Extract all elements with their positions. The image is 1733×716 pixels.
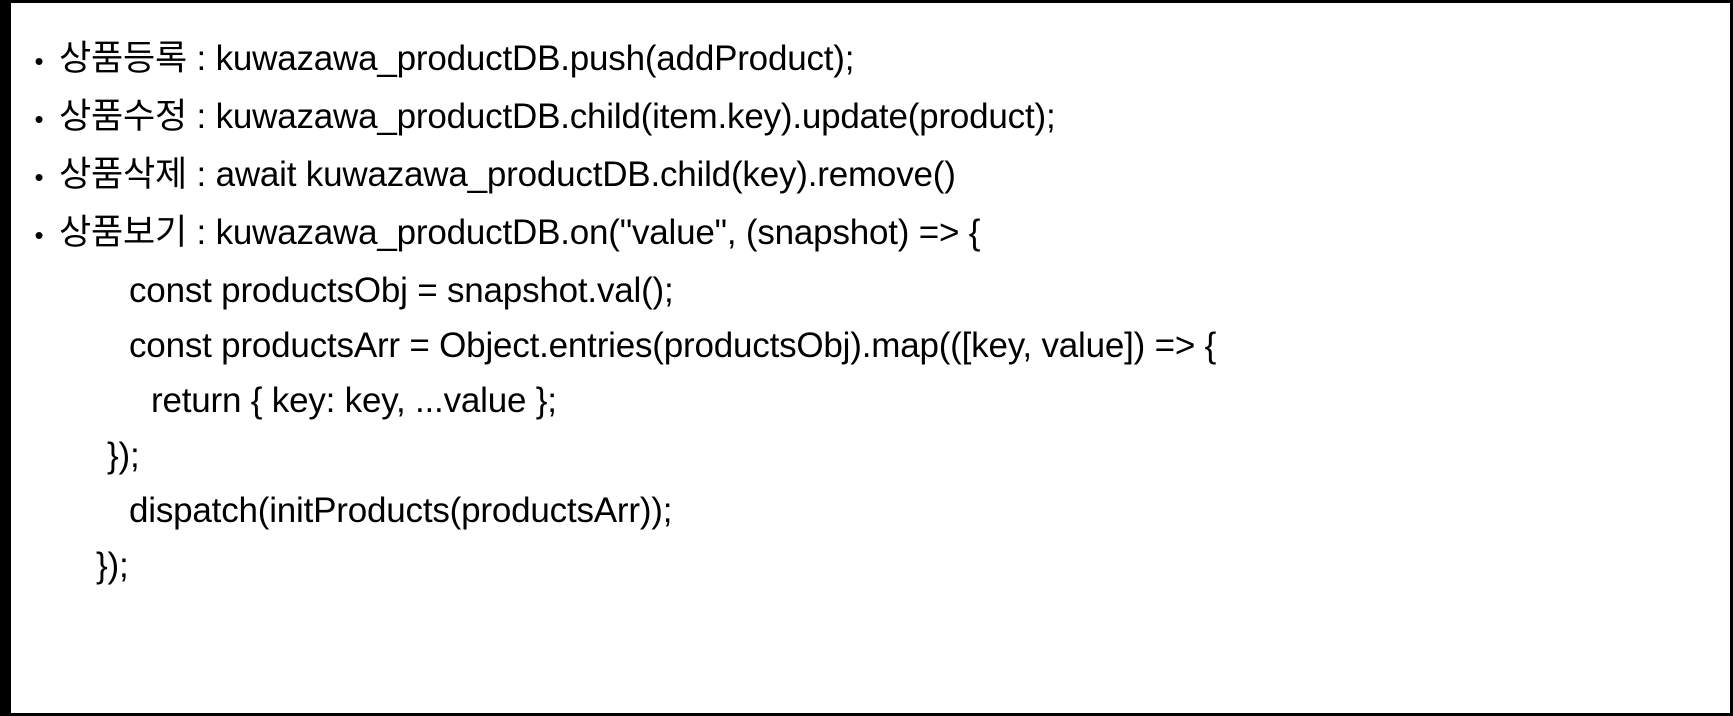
bullet-point-icon: • <box>34 46 44 76</box>
bullet-item-text: 상품수정 : kuwazawa_productDB.child(item.key… <box>59 97 1056 136</box>
list-item: • 상품수정 : kuwazawa_productDB.child(item.k… <box>19 89 1712 147</box>
bullet-item-text: 상품등록 : kuwazawa_productDB.push(addProduc… <box>59 39 855 78</box>
list-item: • 상품보기 : kuwazawa_productDB.on("value", … <box>19 205 1712 263</box>
list-item: • 상품삭제 : await kuwazawa_productDB.child(… <box>19 147 1712 205</box>
code-line: }); <box>107 436 140 475</box>
code-line: dispatch(initProducts(productsArr)); <box>129 491 673 530</box>
bullet-item-text: 상품보기 : kuwazawa_productDB.on("value", (s… <box>59 213 981 252</box>
list-item: • 상품등록 : kuwazawa_productDB.push(addProd… <box>19 31 1712 89</box>
bullet-point-icon: • <box>34 220 44 250</box>
code-line: return { key: key, ...value }; <box>151 381 557 420</box>
code-line: }); <box>96 546 129 585</box>
code-line: const productsArr = Object.entries(produ… <box>129 326 1217 365</box>
code-line: const productsObj = snapshot.val(); <box>129 271 674 310</box>
bullet-item-text: 상품삭제 : await kuwazawa_productDB.child(ke… <box>59 155 956 194</box>
slide-content: • 상품등록 : kuwazawa_productDB.push(addProd… <box>11 31 1730 593</box>
bullet-list: • 상품등록 : kuwazawa_productDB.push(addProd… <box>19 31 1712 263</box>
code-block: const productsObj = snapshot.val(); cons… <box>19 263 1712 593</box>
bullet-point-icon: • <box>34 162 44 192</box>
bullet-point-icon: • <box>34 104 44 134</box>
